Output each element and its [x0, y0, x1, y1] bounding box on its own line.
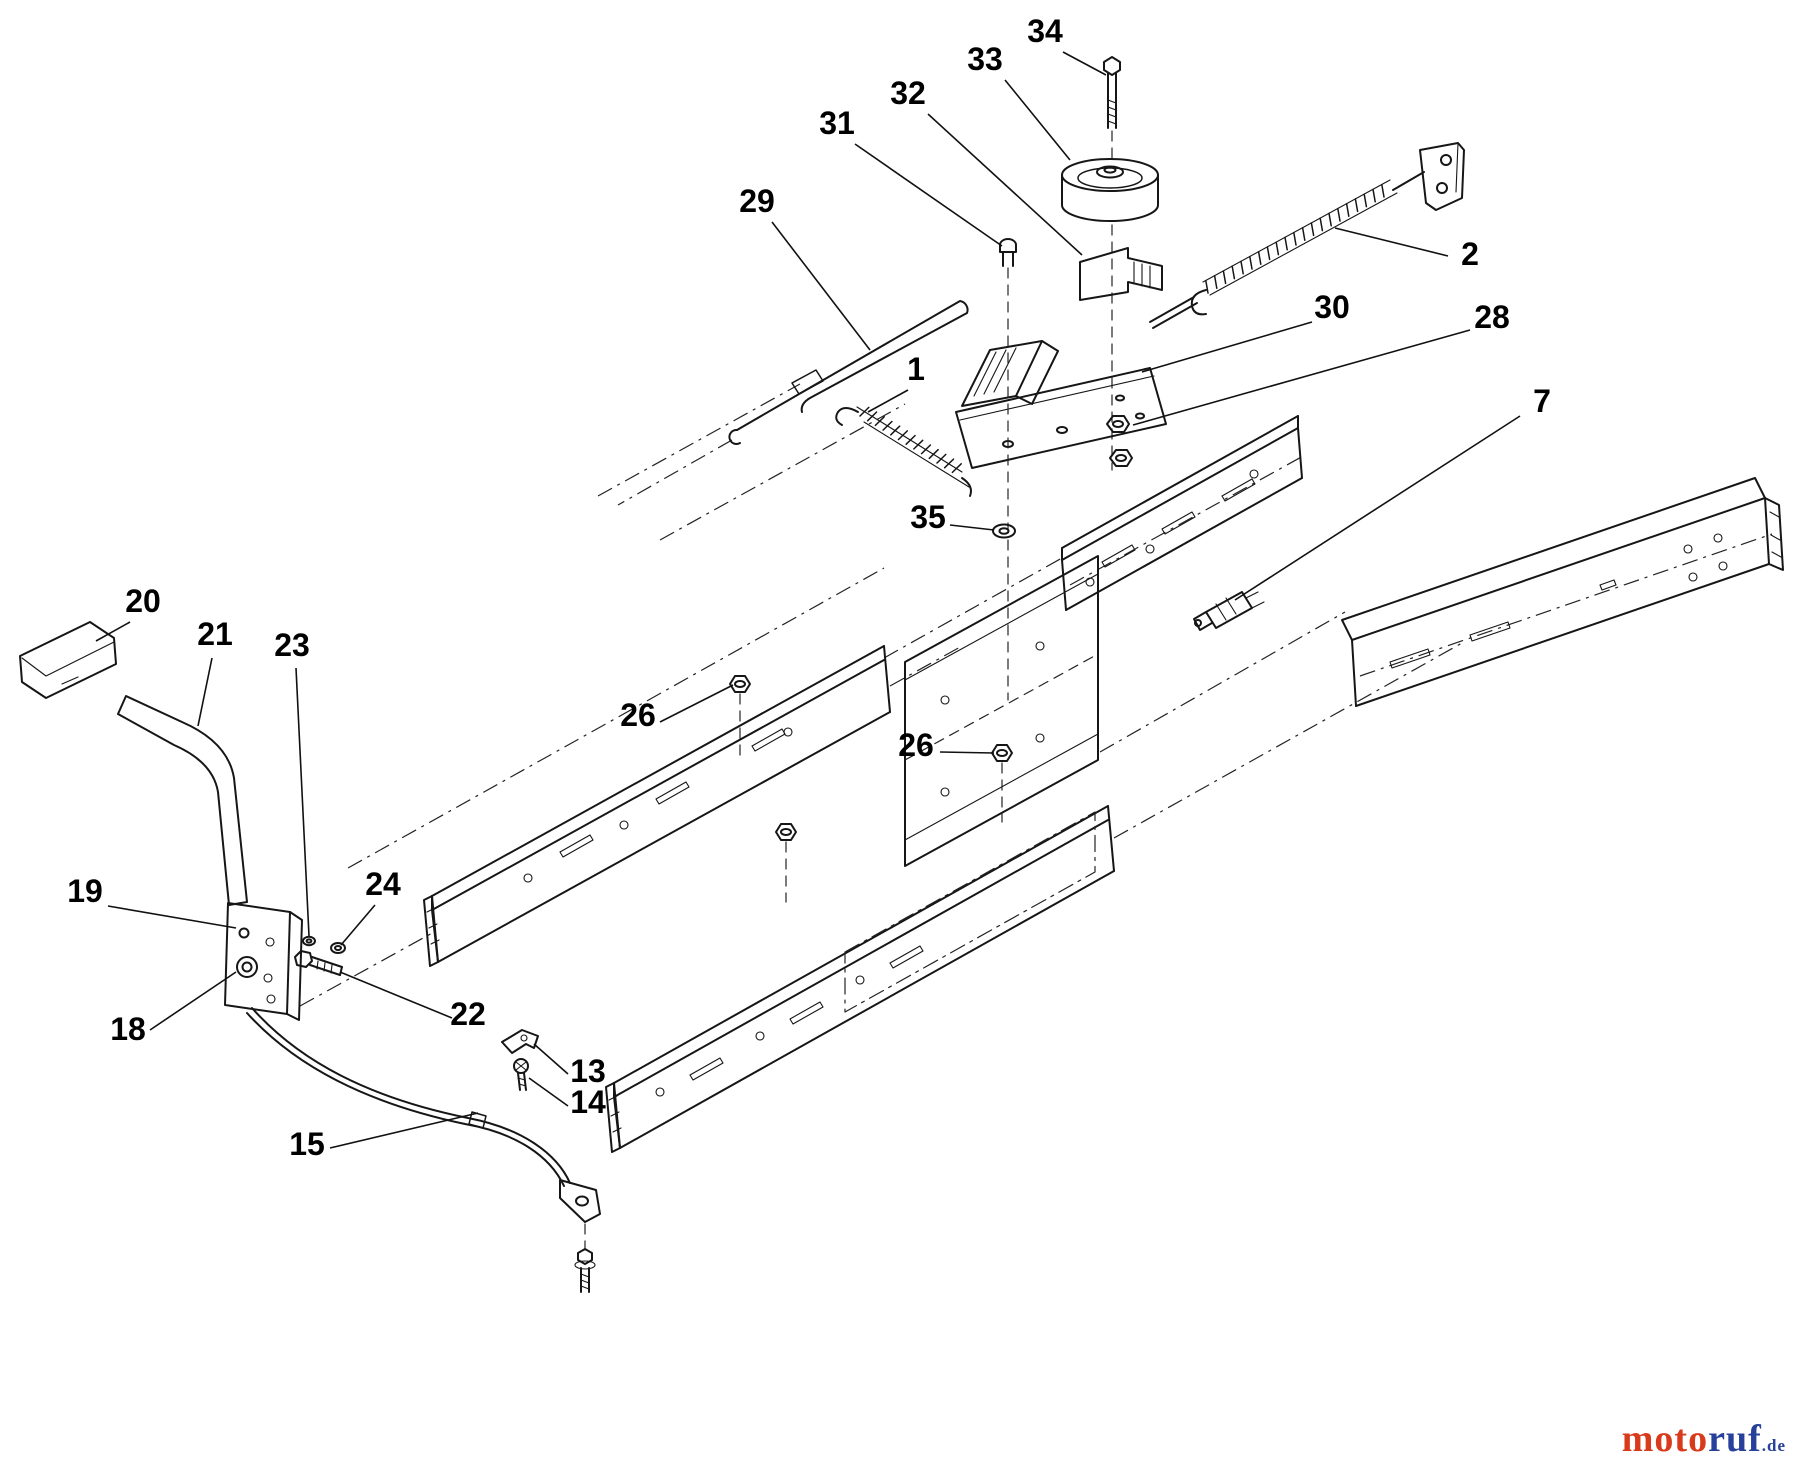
callout-label-10-35: 35: [910, 499, 946, 535]
leader-line-7-28: [1132, 329, 1471, 426]
frame-rail-middle: [1061, 415, 1303, 611]
callout-label-9-1: 1: [907, 351, 925, 387]
idler-pulley-assembly: [1061, 56, 1163, 471]
tension-spring-2: [1149, 142, 1465, 329]
callout-label-11-20: 20: [125, 583, 161, 619]
frame-rail-left: [423, 645, 891, 967]
leader-line-18-18: [149, 971, 237, 1031]
leader-line-21-14: [528, 1077, 569, 1107]
frame-rail-right: [1341, 477, 1784, 707]
watermark-ruf: ruf: [1708, 1418, 1762, 1460]
pedal-assembly: [19, 621, 346, 1021]
leader-line-10-35: [949, 524, 995, 531]
nuts-28: [1106, 415, 1133, 467]
callout-label-6-30: 30: [1314, 289, 1350, 325]
callout-label-12-21: 21: [197, 616, 233, 652]
leader-line-12-21: [197, 657, 213, 727]
callout-label-5-2: 2: [1461, 236, 1479, 272]
callout-label-21-14: 14: [570, 1084, 606, 1120]
watermark-logo: motoruf.de: [1622, 1417, 1786, 1461]
bracket-32-icon: [1079, 247, 1163, 301]
callout-label-2-32: 32: [890, 75, 926, 111]
leader-line-9-1: [867, 389, 909, 413]
leader-line-1-33: [1004, 79, 1071, 161]
callout-label-4-29: 29: [739, 183, 775, 219]
callout-label-18-18: 18: [110, 1011, 146, 1047]
leader-line-13-23: [295, 667, 310, 937]
leader-line-3-31: [854, 143, 1003, 247]
pedal-bracket-18-19-icon: [224, 902, 303, 1021]
screw-14-icon: [513, 1058, 529, 1091]
pedal-arm-21-icon: [117, 695, 248, 906]
rod-end-bolt-icon: [574, 1248, 596, 1293]
leader-line-22-15: [329, 1112, 479, 1149]
leader-line-16-19: [107, 905, 237, 929]
cross-plate: [844, 555, 1099, 1013]
bolt-34-icon: [1103, 56, 1121, 129]
callout-label-1-33: 33: [967, 41, 1003, 77]
callout-label-15-26: 26: [898, 727, 934, 763]
construction-lines: [299, 383, 1773, 1007]
leader-line-6-30: [1141, 321, 1313, 373]
mounting-plate-30: [955, 340, 1167, 469]
leader-line-0-34: [1062, 51, 1107, 76]
callout-label-22-15: 15: [289, 1126, 325, 1162]
callout-label-14-26: 26: [620, 697, 656, 733]
callout-label-7-28: 28: [1474, 299, 1510, 335]
callout-label-17-24: 24: [365, 866, 401, 902]
callout-label-16-19: 19: [67, 873, 103, 909]
leader-line-4-29: [771, 221, 871, 351]
leader-line-15-26: [939, 751, 995, 754]
spring-anchor-bracket-icon: [1419, 142, 1465, 211]
clip-and-screw: [501, 1029, 539, 1091]
leader-line-19-22: [339, 971, 453, 1019]
callout-label-8-7: 7: [1533, 383, 1551, 419]
callout-label-20-13: 13: [570, 1053, 606, 1089]
washer-35-icon: [992, 523, 1016, 539]
washer-23-icon: [302, 935, 316, 947]
watermark-moto: moto: [1621, 1418, 1709, 1460]
clip-13-icon: [501, 1029, 539, 1054]
leader-line-11-20: [95, 621, 131, 642]
washer-24-icon: [330, 942, 346, 954]
watermark-suffix: .de: [1761, 1436, 1786, 1455]
carriage-bolt-22-icon: [294, 950, 343, 976]
leader-line-5-2: [1334, 227, 1449, 257]
pedal-pad-20-icon: [19, 621, 117, 699]
leader-line-14-26: [659, 684, 734, 723]
callout-label-13-23: 23: [274, 627, 310, 663]
callout-label-0-34: 34: [1027, 13, 1063, 49]
pulley-33-icon: [1061, 158, 1159, 222]
spring-1: [835, 407, 972, 497]
frame-rail-lower: [605, 805, 1115, 1153]
interlock-switch-7: [1193, 591, 1265, 631]
leader-line-8-7: [1234, 415, 1521, 601]
leader-line-17-24: [340, 904, 376, 946]
clutch-rod-29: [728, 300, 969, 445]
nuts-26: [729, 675, 1013, 903]
leader-line-2-32: [927, 113, 1083, 256]
bolt-31-icon: [999, 238, 1017, 701]
callout-label-3-31: 31: [819, 105, 855, 141]
leader-line-20-13: [533, 1043, 569, 1075]
callout-label-19-22: 22: [450, 996, 486, 1032]
